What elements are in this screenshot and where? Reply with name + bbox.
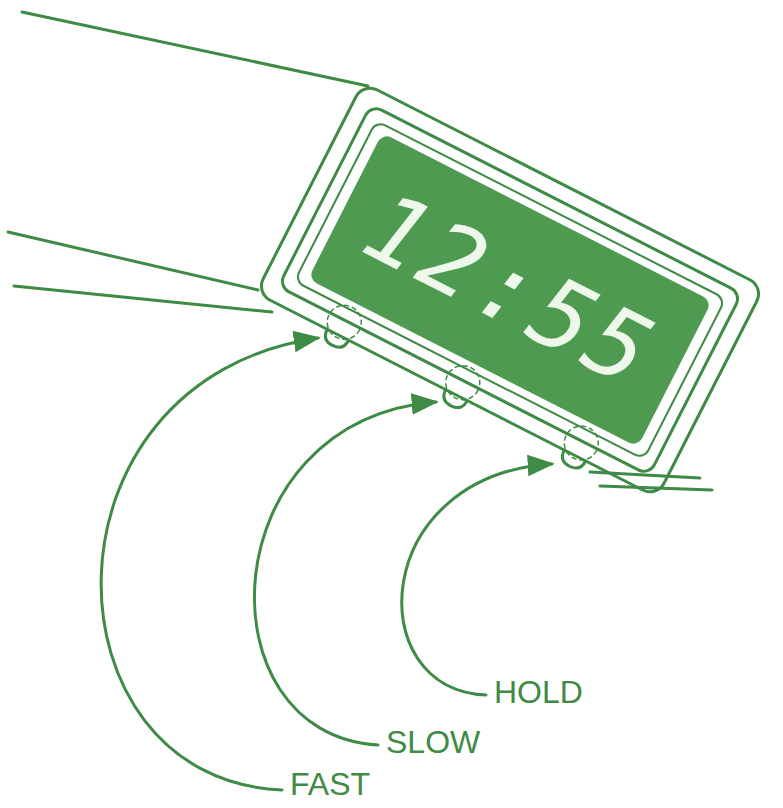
strap-edge [22, 12, 368, 86]
watch-bezel [278, 105, 741, 476]
button [440, 390, 467, 412]
callout-label: FAST [288, 766, 372, 803]
button [559, 450, 586, 472]
callout-label: SLOW [384, 724, 482, 761]
display-frame [295, 121, 726, 459]
callout-label: HOLD [492, 674, 585, 711]
strap-edge [14, 286, 272, 312]
button-hidden [558, 420, 604, 466]
display-digits: 12:55 [347, 170, 673, 410]
strap-edge [8, 232, 258, 290]
button-hidden [321, 299, 367, 345]
watch-display: 12:55 [308, 133, 712, 447]
button [322, 329, 349, 351]
leader-arrow [254, 402, 436, 745]
leader-arrow [402, 464, 552, 695]
leader-arrow [101, 338, 318, 790]
button-hidden [440, 360, 486, 406]
watch-case [256, 83, 764, 498]
